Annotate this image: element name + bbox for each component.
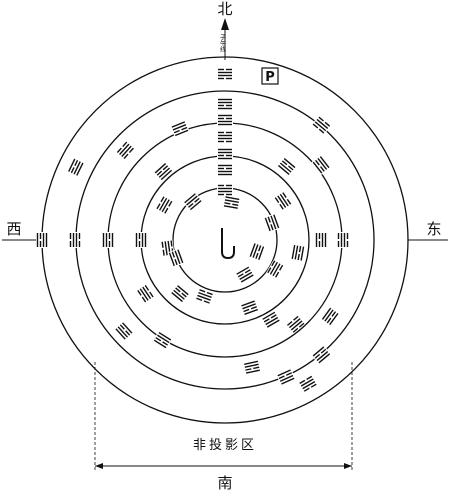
trigram-symbol bbox=[261, 310, 281, 329]
trigram-symbols bbox=[36, 68, 349, 393]
trigram-symbol bbox=[311, 345, 332, 365]
trigram-symbol bbox=[273, 190, 293, 211]
trigram-symbol bbox=[217, 114, 233, 126]
trigram-symbol bbox=[114, 321, 134, 341]
trigram-symbol bbox=[285, 314, 306, 335]
trigram-symbol bbox=[276, 156, 297, 177]
trigram-symbol bbox=[217, 98, 233, 110]
trigram-symbol bbox=[311, 154, 331, 175]
trigram-symbol bbox=[135, 232, 147, 248]
trigram-symbol bbox=[182, 191, 203, 212]
east-label: 东 bbox=[426, 220, 441, 238]
parking-label: P bbox=[265, 70, 275, 85]
ring-4 bbox=[140, 155, 310, 325]
trigram-symbol bbox=[276, 368, 296, 386]
trigram-symbol bbox=[240, 299, 260, 317]
north-arrow-label: 子午线 bbox=[219, 34, 226, 52]
ring-group bbox=[41, 56, 409, 424]
trigram-symbol bbox=[152, 330, 173, 350]
trigram-symbol bbox=[36, 232, 48, 248]
trigram-symbol bbox=[170, 283, 190, 304]
trigram-symbol bbox=[242, 359, 262, 375]
trigram-symbol bbox=[217, 184, 233, 196]
trigram-symbol bbox=[222, 195, 241, 210]
trigram-symbol bbox=[66, 157, 85, 178]
parking-sign: P bbox=[261, 67, 279, 85]
trigram-symbol bbox=[217, 164, 233, 176]
non-projection-zone-bracket bbox=[94, 362, 353, 472]
trigram-symbol bbox=[320, 306, 340, 327]
trigram-symbol bbox=[235, 265, 255, 284]
trigram-symbol bbox=[135, 283, 155, 304]
trigram-symbol bbox=[155, 195, 174, 215]
trigram-symbol bbox=[315, 232, 327, 248]
trigram-symbol bbox=[217, 131, 233, 143]
trigram-symbol bbox=[248, 242, 266, 262]
north-label: 北 bbox=[217, 0, 232, 18]
trigram-symbol bbox=[337, 232, 349, 248]
trigram-symbol bbox=[266, 259, 285, 279]
non-projection-zone-label: 非投影区 bbox=[193, 437, 257, 453]
south-label: 南 bbox=[217, 474, 232, 491]
trigram-symbol bbox=[102, 232, 114, 248]
center-hook-icon bbox=[221, 228, 235, 260]
ring-1 bbox=[41, 56, 409, 424]
trigram-symbol bbox=[194, 288, 215, 305]
trigram-symbol bbox=[290, 243, 306, 262]
trigram-symbol bbox=[69, 232, 81, 248]
trigram-symbol bbox=[298, 374, 318, 393]
west-label: 西 bbox=[6, 220, 21, 238]
trigram-symbol bbox=[263, 213, 281, 233]
trigram-symbol bbox=[311, 115, 332, 135]
north-arrow-icon bbox=[221, 18, 229, 30]
trigram-symbol bbox=[153, 161, 174, 182]
trigram-symbol bbox=[170, 120, 190, 138]
trigram-symbol bbox=[217, 148, 233, 160]
trigram-symbol bbox=[167, 248, 185, 268]
trigram-symbol bbox=[115, 140, 136, 161]
trigram-symbol bbox=[217, 68, 233, 80]
